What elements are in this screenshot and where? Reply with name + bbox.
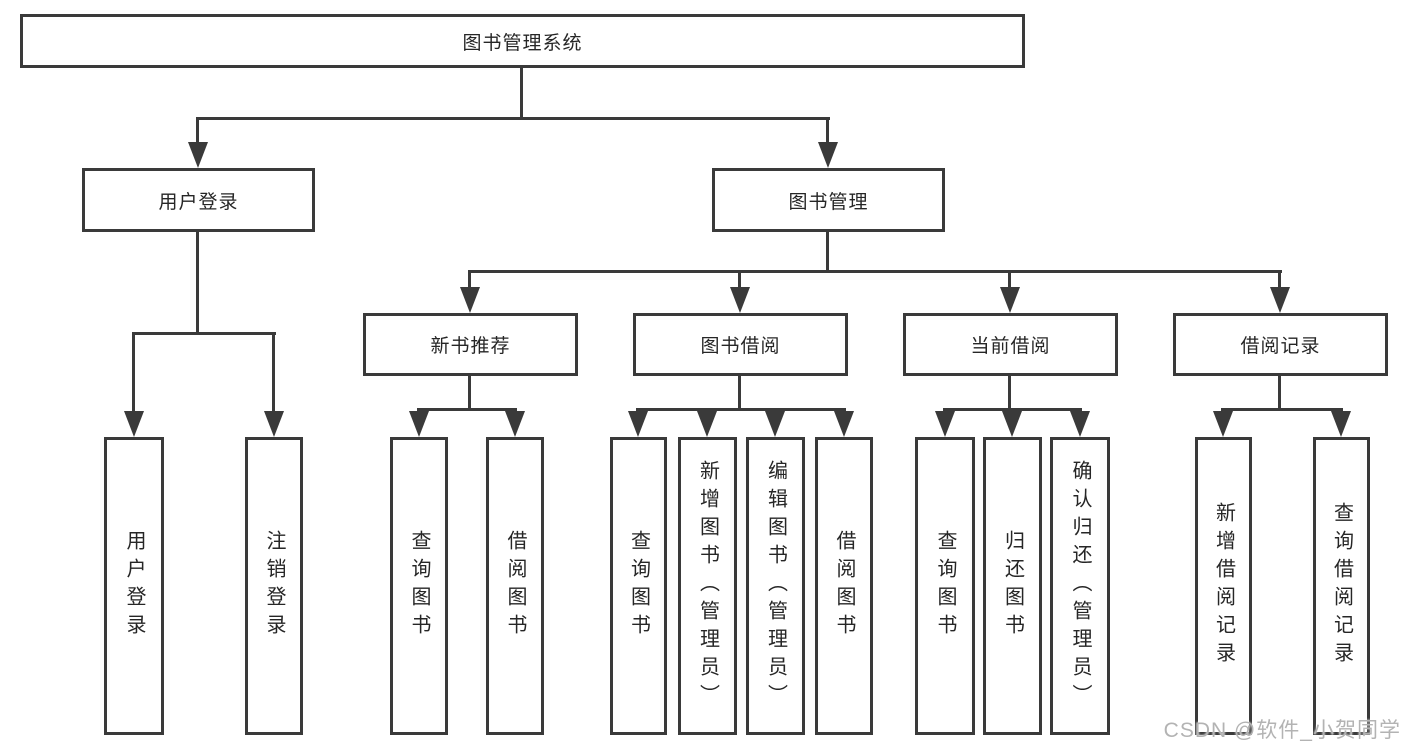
arrow-down-icon [409,411,429,437]
arrow-down-icon [124,411,144,437]
arrow-down-icon [1213,411,1233,437]
arrow-down-icon [264,411,284,437]
node-book-management: 图书管理 [712,168,945,232]
leaf-borrow-books: 借阅图书 [815,437,873,735]
node-book-borrow: 图书借阅 [633,313,848,376]
arrow-down-icon [730,287,750,313]
arrow-down-icon [1000,287,1020,313]
arrow-down-icon [628,411,648,437]
node-new-book-recommend: 新书推荐 [363,313,578,376]
connector-line [132,332,276,335]
arrow-down-icon [188,142,208,168]
leaf-query-books-recommend: 查询图书 [390,437,448,735]
arrow-down-icon [834,411,854,437]
leaf-borrow-books-recommend: 借阅图书 [486,437,544,735]
arrow-down-icon [1331,411,1351,437]
connector-line [468,270,1282,273]
connector-line [417,408,517,411]
connector-line [738,270,741,289]
node-borrow-records: 借阅记录 [1173,313,1388,376]
leaf-confirm-return-admin: 确认归还（管理员） [1050,437,1110,735]
connector-line [272,332,275,413]
leaf-add-books-admin: 新增图书（管理员） [678,437,737,735]
arrow-down-icon [460,287,480,313]
leaf-return-books: 归还图书 [983,437,1042,735]
connector-line [1008,270,1011,289]
leaf-user-login: 用户登录 [104,437,164,735]
arrow-down-icon [505,411,525,437]
connector-line [468,270,471,289]
connector-line [1008,376,1011,411]
connector-line [197,117,830,120]
connector-line [196,117,199,145]
node-user-login: 用户登录 [82,168,315,232]
node-current-borrow: 当前借阅 [903,313,1118,376]
watermark: CSDN @软件_小贺同学 [1163,719,1401,742]
node-library-system: 图书管理系统 [20,14,1025,68]
arrow-down-icon [1070,411,1090,437]
arrow-down-icon [1270,287,1290,313]
connector-line [943,408,1082,411]
leaf-query-books-borrow: 查询图书 [610,437,667,735]
arrow-down-icon [697,411,717,437]
connector-line [738,376,741,411]
connector-line [196,232,199,335]
connector-line [520,66,523,119]
connector-line [826,117,829,145]
connector-line [1278,376,1281,411]
leaf-query-borrow-record: 查询借阅记录 [1313,437,1370,735]
connector-line [468,376,471,411]
connector-line [132,332,135,413]
connector-line [1221,408,1343,411]
leaf-add-borrow-record: 新增借阅记录 [1195,437,1252,735]
arrow-down-icon [818,142,838,168]
connector-line [826,232,829,273]
leaf-query-books-current: 查询图书 [915,437,975,735]
connector-line [1278,270,1281,289]
arrow-down-icon [1002,411,1022,437]
arrow-down-icon [935,411,955,437]
leaf-edit-books-admin: 编辑图书（管理员） [746,437,805,735]
arrow-down-icon [765,411,785,437]
leaf-logout: 注销登录 [245,437,303,735]
connector-line [636,408,846,411]
